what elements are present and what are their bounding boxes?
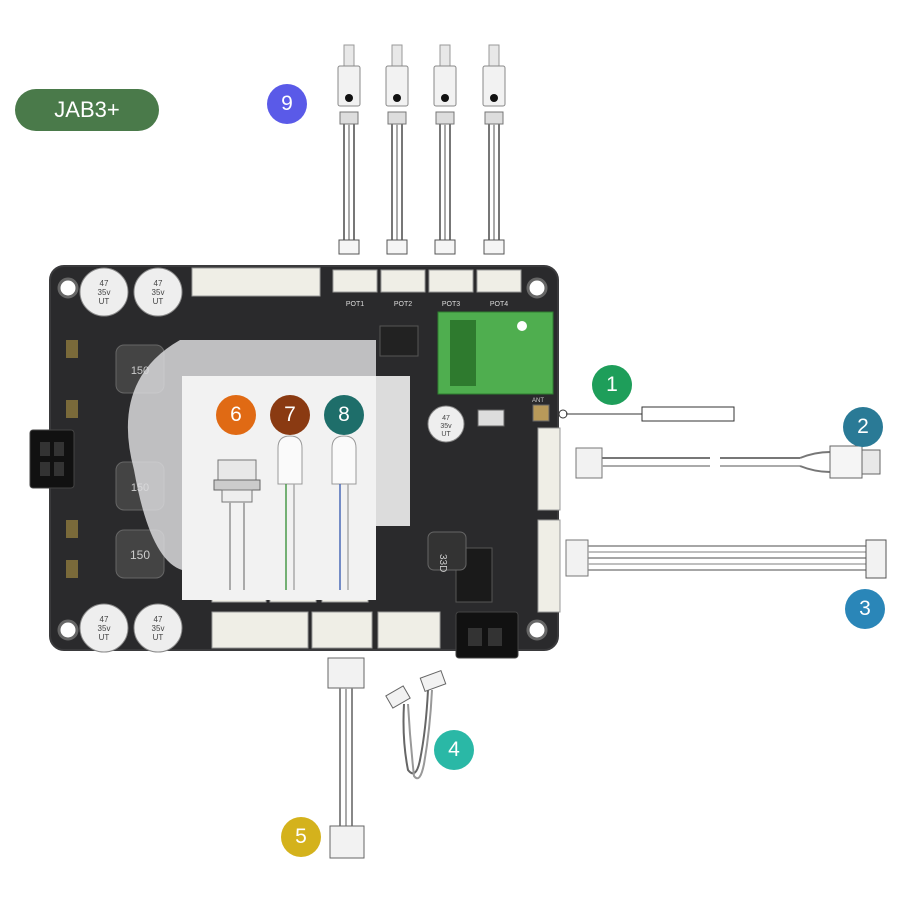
- pot-header-label: POT3: [442, 301, 460, 308]
- capacitor: 47 35v UT: [133, 603, 183, 653]
- product-pill: JAB3+: [15, 89, 159, 131]
- bottom-header: [377, 611, 441, 649]
- inductor: 150: [115, 529, 165, 579]
- callout-number: 4: [448, 738, 460, 761]
- potentiometer: [433, 44, 457, 255]
- long-cable: [327, 657, 365, 859]
- top-header: [191, 267, 321, 297]
- capacitor: 47 35v UT: [79, 267, 129, 317]
- connector-cable: [575, 445, 881, 479]
- capacitor-label: 35v: [440, 423, 452, 430]
- pot-header-label: POT2: [394, 301, 412, 308]
- capacitor-label: 35v: [152, 624, 165, 633]
- right-header: [537, 519, 561, 613]
- callout-number: 8: [338, 403, 350, 426]
- callout-badge-5: 5: [281, 817, 321, 857]
- right-header: [537, 427, 561, 511]
- led-blue: [331, 435, 357, 590]
- potentiometer: [385, 44, 409, 255]
- capacitor-label: UT: [99, 297, 110, 306]
- capacitor: 47 35v UT: [79, 603, 129, 653]
- short-cable: [385, 670, 447, 780]
- callout-badge-3: 3: [845, 589, 885, 629]
- small-inductor: [427, 531, 467, 571]
- callout-number: 1: [606, 373, 618, 396]
- small-inductor-label: 33D: [437, 554, 448, 572]
- pot-header: POT3: [428, 269, 474, 308]
- wifi-module: [437, 311, 554, 395]
- callout-number: 3: [859, 597, 871, 620]
- potentiometer-group: [337, 44, 506, 255]
- callout-badge-6: 6: [216, 395, 256, 435]
- pot-header: POT2: [380, 269, 426, 308]
- callout-badge-9: 9: [267, 84, 307, 124]
- capacitor-label: 35v: [98, 624, 111, 633]
- optional-parts-overlay: [127, 340, 410, 600]
- callout-badge-7: 7: [270, 395, 310, 435]
- pot-header-label: POT4: [490, 301, 508, 308]
- capacitor-label: 47: [100, 279, 109, 288]
- callout-number: 2: [857, 415, 869, 438]
- capacitor: 47 35v UT: [133, 267, 183, 317]
- callout-number: 7: [284, 403, 296, 426]
- push-button: [213, 459, 261, 590]
- callout-number: 6: [230, 403, 242, 426]
- potentiometer: [482, 44, 506, 255]
- bottom-header: [311, 611, 373, 649]
- capacitor: 47 35v UT: [427, 405, 465, 443]
- capacitor-label: UT: [99, 633, 110, 642]
- power-connector: [29, 429, 75, 489]
- antenna-label: ANT: [532, 398, 544, 404]
- pot-header: POT4: [476, 269, 522, 308]
- capacitor-label: 47: [154, 279, 163, 288]
- bottom-header: [211, 611, 309, 649]
- capacitor-label: 35v: [152, 288, 165, 297]
- capacitor-label: UT: [441, 431, 451, 438]
- capacitor-label: UT: [153, 297, 164, 306]
- potentiometer: [337, 44, 361, 255]
- capacitor-label: 47: [100, 615, 109, 624]
- capacitor-label: 47: [442, 415, 450, 422]
- callout-number: 5: [295, 825, 307, 848]
- antenna: [558, 406, 735, 422]
- product-name: JAB3+: [54, 97, 120, 122]
- ribbon-cable: [565, 539, 887, 579]
- output-connector: [455, 611, 519, 659]
- callout-badge-1: 1: [592, 365, 632, 405]
- capacitor-label: 47: [154, 615, 163, 624]
- callout-number: 9: [281, 92, 293, 115]
- capacitor-label: 35v: [98, 288, 111, 297]
- pot-header-label: POT1: [346, 301, 364, 308]
- callout-badge-8: 8: [324, 395, 364, 435]
- callout-badge-4: 4: [434, 730, 474, 770]
- callout-badge-2: 2: [843, 407, 883, 447]
- inductor-label: 150: [130, 548, 150, 562]
- led-green: [277, 435, 303, 590]
- pot-header: POT1: [332, 269, 378, 308]
- capacitor-label: UT: [153, 633, 164, 642]
